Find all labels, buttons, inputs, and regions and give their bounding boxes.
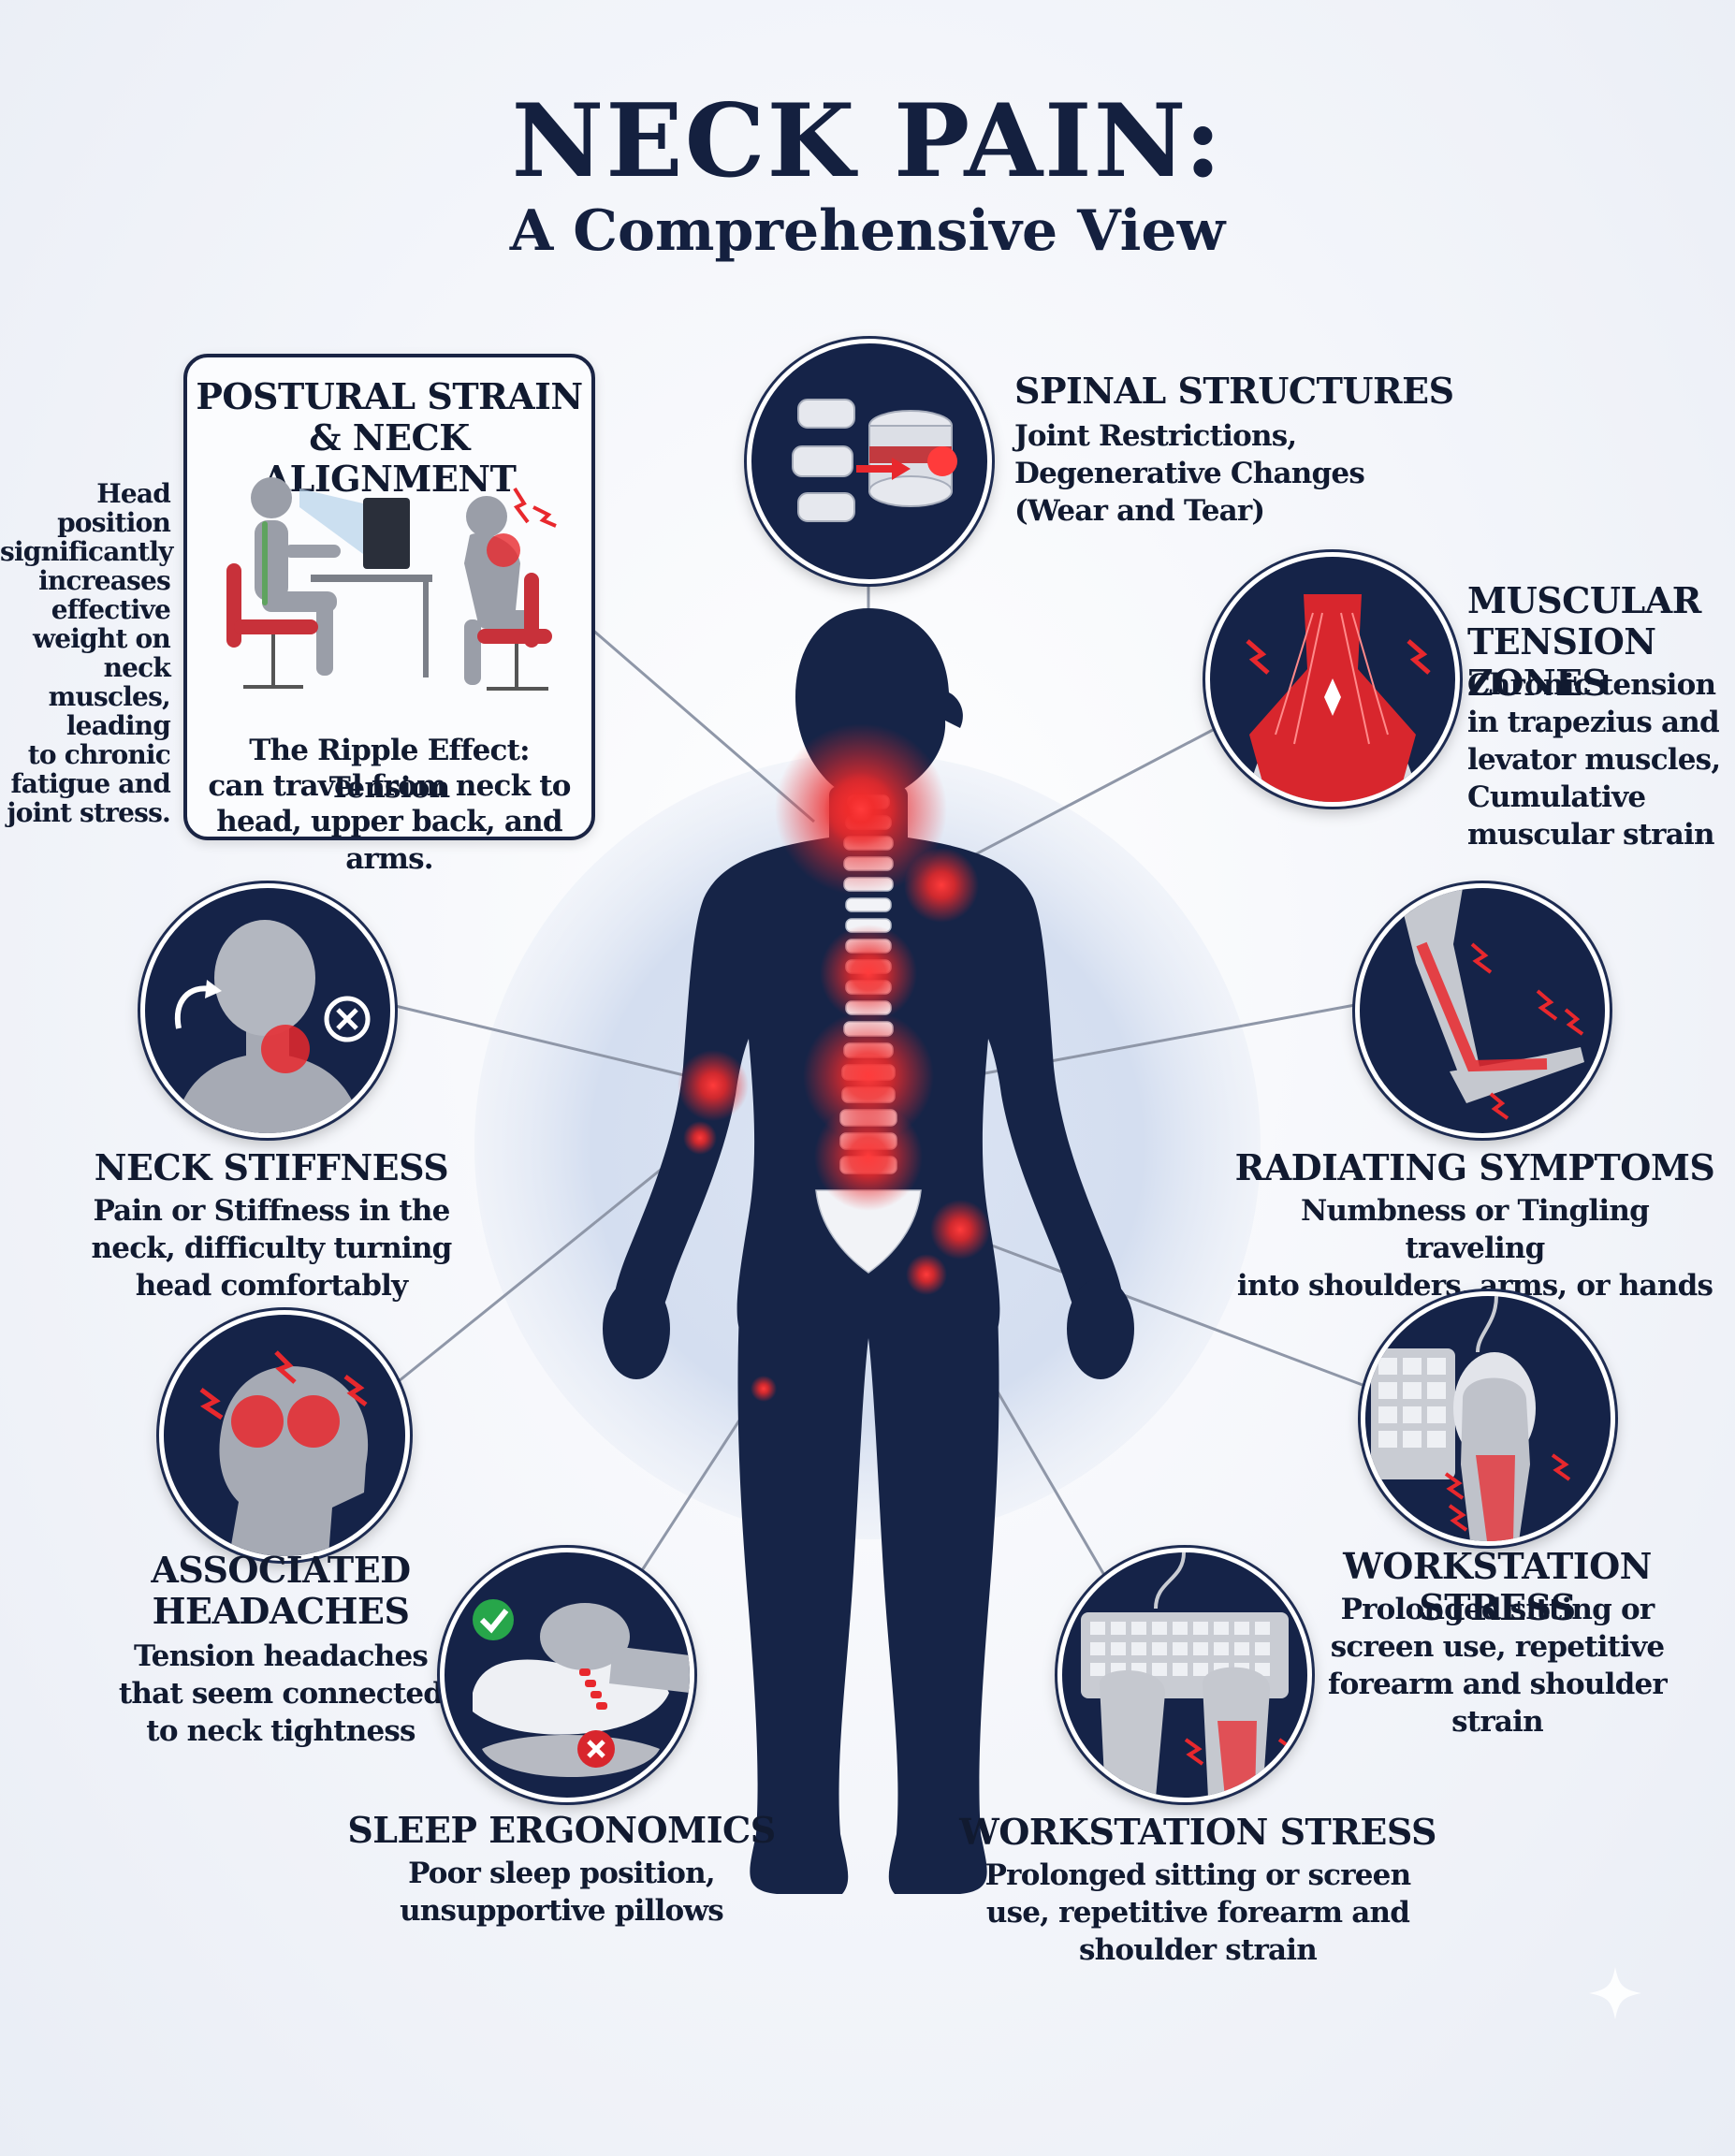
- side-note-line: effective: [51, 594, 171, 625]
- pain-shoulder: [904, 848, 979, 923]
- side-note-line: fatigue and: [10, 768, 170, 799]
- muscular-line: Chronic tension: [1467, 668, 1716, 702]
- spinal-heading: SPINAL STRUCTURES: [1014, 370, 1454, 412]
- postural-heading-1: POSTURAL STRAIN: [196, 375, 583, 417]
- workstation-right-line: strain: [1451, 1705, 1544, 1739]
- connector-postural: [590, 627, 815, 823]
- headaches-heading-line: HEADACHES: [152, 1590, 410, 1632]
- sleep-body: Poor sleep position, unsupportive pillow…: [337, 1855, 786, 1930]
- workstation-bottom-body: Prolonged sitting or screen use, repetit…: [955, 1857, 1441, 1969]
- postural-caption-3: head, upper back, and arms.: [216, 805, 562, 876]
- muscular-body: Chronic tension in trapezius and levator…: [1467, 666, 1721, 853]
- keyboard-mouse-hand-icon: [1361, 1291, 1615, 1546]
- postural-side-note: Head position significantly increases ef…: [0, 478, 173, 828]
- workstation-bottom-heading: WORKSTATION STRESS: [959, 1811, 1436, 1853]
- pain-right-hip: [930, 1200, 990, 1260]
- keyboard-typing-icon: [1057, 1548, 1312, 1802]
- connector-workstation-right: [969, 1235, 1363, 1387]
- headaches-line: that seem connected: [118, 1677, 444, 1711]
- radiating-heading: RADIATING SYMPTOMS: [1234, 1146, 1715, 1188]
- stiffness-heading: NECK STIFFNESS: [94, 1146, 449, 1188]
- headache-icon: [159, 1310, 410, 1561]
- stiffness-line: head comfortably: [135, 1269, 408, 1303]
- postural-heading-2: & NECK ALIGNMENT: [262, 416, 517, 500]
- workstation-bottom-line: use, repetitive forearm and: [985, 1896, 1410, 1930]
- sleep-heading: SLEEP ERGONOMICS: [347, 1809, 776, 1851]
- muscular-line: Cumulative: [1467, 780, 1646, 814]
- trapezius-muscle-icon: [1205, 552, 1460, 807]
- side-note-line: joint stress.: [7, 797, 170, 828]
- neck-rotation-icon: [140, 883, 395, 1138]
- muscular-line: levator muscles,: [1467, 743, 1721, 777]
- pain-mid-back: [803, 1011, 934, 1142]
- connector-sleep: [623, 1388, 762, 1597]
- desk-posture-icon: [226, 477, 557, 691]
- workstation-right-line: forearm and shoulder: [1328, 1668, 1668, 1701]
- radiating-line: Numbness or Tingling traveling: [1301, 1194, 1650, 1265]
- sleep-line: unsupportive pillows: [400, 1894, 724, 1928]
- muscular-heading-line: TENSION ZONES: [1467, 620, 1656, 704]
- workstation-right-heading: WORKSTATION STRESS: [1343, 1545, 1652, 1628]
- muscular-heading-line: MUSCULAR: [1467, 579, 1701, 621]
- pain-lower-back: [814, 1102, 923, 1211]
- connector-muscular: [944, 728, 1214, 872]
- headaches-body: Tension headaches that seem connected to…: [56, 1638, 505, 1750]
- workstation-right-body: Prolonged sitting or screen use, repetit…: [1273, 1591, 1722, 1741]
- sleep-line: Poor sleep position,: [408, 1857, 716, 1890]
- spinal-line: Joint Restrictions,: [1014, 419, 1297, 453]
- spinal-line: (Wear and Tear): [1014, 494, 1265, 528]
- page-subtitle: A Comprehensive View: [509, 198, 1226, 264]
- postural-caption-2: can travel from neck to: [208, 769, 571, 803]
- stiffness-line: Pain or Stiffness in the: [93, 1194, 450, 1228]
- pain-right-thigh: [906, 1254, 947, 1295]
- side-note-line: Head position: [57, 478, 171, 538]
- muscular-line: in trapezius and: [1467, 706, 1720, 739]
- side-note-line: to chronic: [27, 739, 171, 770]
- headaches-line: Tension headaches: [133, 1639, 429, 1673]
- pain-left-chest: [678, 1050, 749, 1121]
- postural-caption-1: The Ripple Effect: Tension: [249, 734, 530, 805]
- workstation-bottom-line: shoulder strain: [1078, 1933, 1318, 1967]
- headaches-line: to neck tightness: [146, 1714, 416, 1748]
- workstation-bottom-line: Prolonged sitting or screen: [984, 1858, 1411, 1892]
- stiffness-body: Pain or Stiffness in the neck, difficult…: [56, 1192, 487, 1304]
- postural-strain-card: POSTURAL STRAIN & NECK ALIGNMENT: [183, 354, 595, 876]
- headaches-heading-line: ASSOCIATED: [151, 1549, 411, 1591]
- radiating-body: Numbness or Tingling traveling into shou…: [1232, 1192, 1718, 1304]
- workstation-right-line: screen use, repetitive: [1330, 1630, 1665, 1664]
- muscular-heading: MUSCULAR TENSION ZONES: [1467, 580, 1735, 704]
- pain-upper-back: [820, 925, 917, 1022]
- pain-neck-inner: [824, 772, 898, 847]
- spine-vertebrae-icon: [747, 339, 992, 584]
- headaches-heading: ASSOCIATED HEADACHES: [56, 1550, 505, 1632]
- page-title: NECK PAIN:: [511, 82, 1224, 200]
- connector-stiffness: [383, 1001, 712, 1084]
- workstation-right-line: Prolonged sitting or: [1340, 1593, 1655, 1626]
- connector-headaches: [398, 1136, 701, 1383]
- pain-hotspots: [678, 723, 990, 1402]
- side-note-line: significantly: [0, 536, 173, 567]
- pain-left-thigh: [751, 1376, 777, 1402]
- spinal-line: Degenerative Changes: [1014, 457, 1365, 490]
- muscular-line: muscular strain: [1467, 818, 1715, 852]
- pain-left-elbow: [683, 1121, 717, 1155]
- spinal-body: Joint Restrictions, Degenerative Changes…: [1014, 417, 1365, 530]
- pillow-sleep-icon: [440, 1548, 694, 1802]
- arm-tingling-icon: [1355, 883, 1610, 1138]
- sparkle-icon: [1589, 1967, 1641, 2019]
- side-note-line: weight on neck: [32, 623, 171, 683]
- side-note-line: increases: [38, 565, 171, 596]
- stiffness-line: neck, difficulty turning: [91, 1231, 453, 1265]
- side-note-line: muscles, leading: [48, 681, 171, 741]
